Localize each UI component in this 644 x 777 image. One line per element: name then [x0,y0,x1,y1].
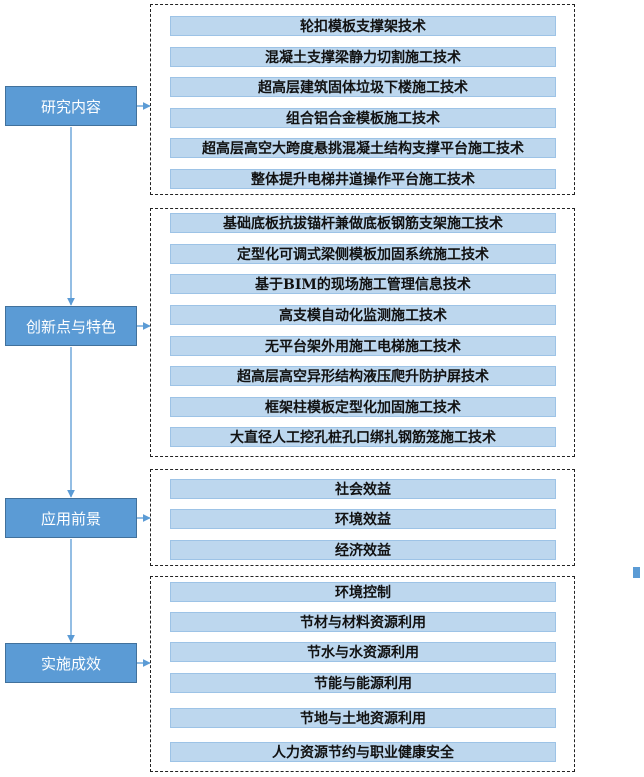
item-innovation-3: 基于BIM的现场施工管理信息技术 [170,274,556,294]
item-result-2: 节材与材料资源利用 [170,612,556,632]
item-prospect-1: 社会效益 [170,479,556,499]
item-prospect-2: 环境效益 [170,509,556,529]
item-innovation-1: 基础底板抗拔锚杆兼做底板钢筋支架施工技术 [170,213,556,233]
group-research-content [150,4,575,195]
group-implementation-results [150,576,575,772]
item-result-6: 人力资源节约与职业健康安全 [170,742,556,762]
item-innovation-7: 框架柱模板定型化加固施工技术 [170,397,556,417]
edge-marker [633,567,640,578]
category-application-prospect: 应用前景 [5,498,137,538]
item-research-5: 超高层高空大跨度悬挑混凝土结构支撑平台施工技术 [170,138,556,158]
group-innovation-features [150,208,575,457]
group-application-prospect [150,469,575,566]
item-prospect-3: 经济效益 [170,540,556,560]
category-innovation-features: 创新点与特色 [5,306,137,346]
item-research-3: 超高层建筑固体垃圾下楼施工技术 [170,77,556,97]
item-research-4: 组合铝合金模板施工技术 [170,108,556,128]
item-innovation-2: 定型化可调式梁侧模板加固系统施工技术 [170,244,556,264]
item-innovation-6: 超高层高空异形结构液压爬升防护屏技术 [170,366,556,386]
category-research-content: 研究内容 [5,86,137,126]
item-research-1: 轮扣模板支撑架技术 [170,16,556,36]
item-result-5: 节地与土地资源利用 [170,708,556,728]
category-implementation-results: 实施成效 [5,643,137,683]
item-research-6: 整体提升电梯井道操作平台施工技术 [170,169,556,189]
item-innovation-8: 大直径人工挖孔桩孔口绑扎钢筋笼施工技术 [170,427,556,447]
item-result-3: 节水与水资源利用 [170,642,556,662]
item-result-4: 节能与能源利用 [170,673,556,693]
item-result-1: 环境控制 [170,582,556,602]
item-research-2: 混凝土支撑梁静力切割施工技术 [170,47,556,67]
item-innovation-4: 高支模自动化监测施工技术 [170,305,556,325]
item-innovation-5: 无平台架外用施工电梯施工技术 [170,336,556,356]
